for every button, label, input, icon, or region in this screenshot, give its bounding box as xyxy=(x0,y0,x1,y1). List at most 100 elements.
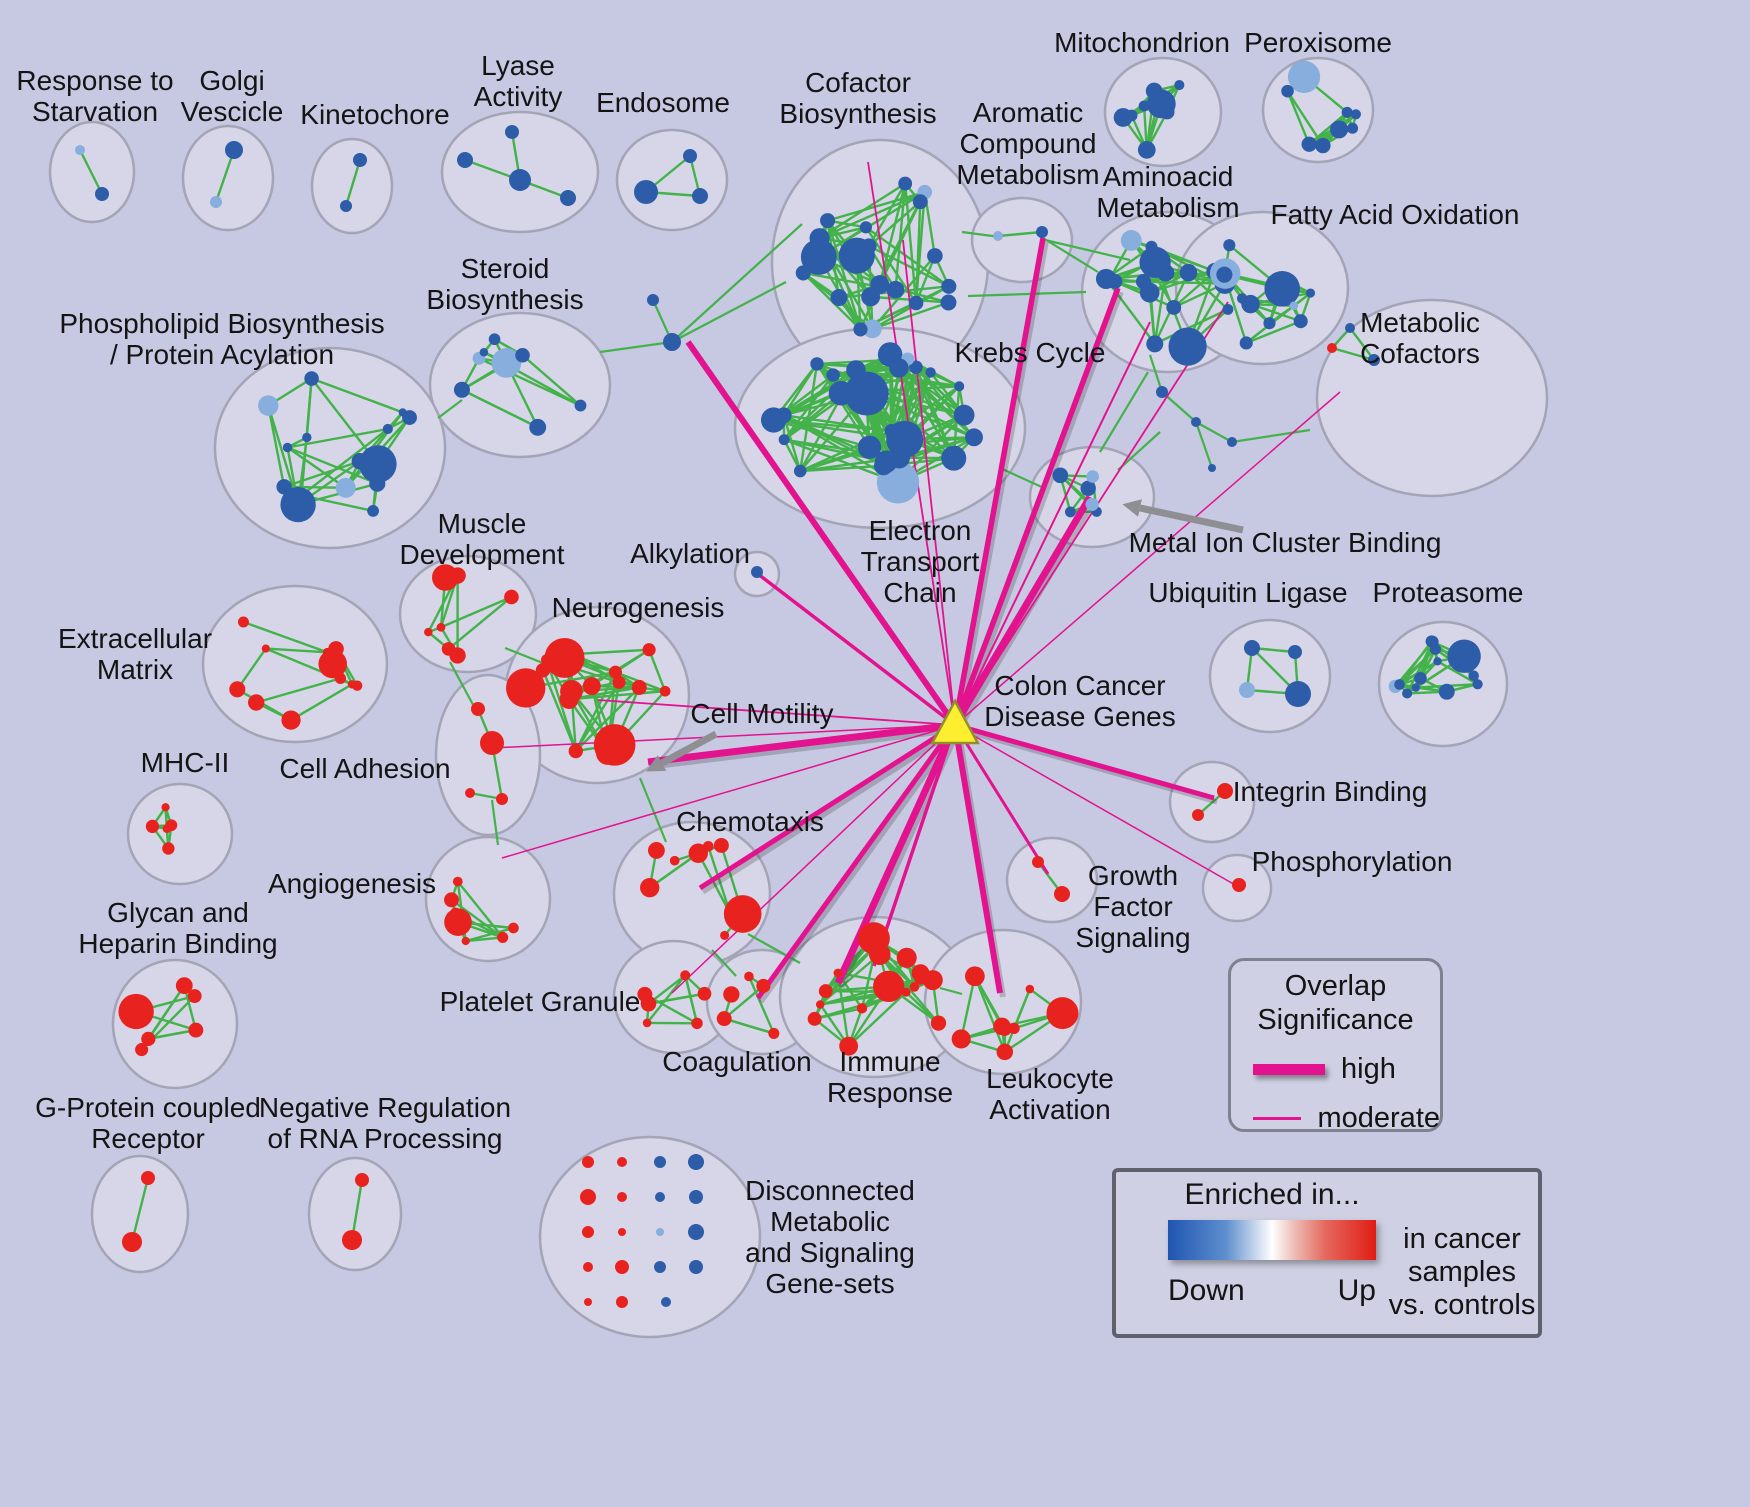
disease-association-edge xyxy=(952,287,1121,726)
disease-association-edge xyxy=(501,724,956,859)
gene-set-node xyxy=(697,986,712,1001)
gene-set-node xyxy=(1217,783,1233,799)
gene-set-node xyxy=(744,971,754,982)
gene-overlap-edge xyxy=(283,460,361,488)
gene-set-node xyxy=(188,1022,204,1038)
up-label: Up xyxy=(1337,1274,1376,1307)
gene-set-node xyxy=(688,843,709,863)
overlap-legend-title-line2: Significance xyxy=(1257,1004,1414,1036)
gene-overlap-edge xyxy=(614,648,650,674)
gene-set-node xyxy=(618,1228,626,1236)
gene-overlap-edge xyxy=(78,149,104,195)
gene-set-node xyxy=(768,1027,780,1039)
gene-set-node xyxy=(689,1190,703,1204)
gene-set-node xyxy=(640,877,660,898)
gene-overlap-edge xyxy=(707,845,732,915)
disease-association-edge xyxy=(491,724,956,749)
gene-set-node xyxy=(1137,141,1156,159)
gene-set-node xyxy=(1433,657,1442,666)
cluster-label-phospholipid-biosynthesis-protein-acylation: Phospholipid Biosynthesis/ Protein Acyla… xyxy=(59,308,384,370)
gene-set-node xyxy=(1293,314,1308,329)
gene-set-node xyxy=(941,445,967,471)
gene-overlap-edge xyxy=(646,974,687,1024)
gene-set-node xyxy=(862,319,882,339)
gene-set-node xyxy=(922,970,943,991)
gene-overlap-edge xyxy=(1154,308,1229,345)
gene-set-node xyxy=(612,675,626,689)
gene-overlap-edge xyxy=(783,368,857,417)
gene-set-node xyxy=(861,287,881,307)
gene-set-node xyxy=(1394,679,1405,690)
gene-set-node xyxy=(1222,303,1234,315)
gene-set-node xyxy=(954,381,965,392)
gene-set-node xyxy=(654,1156,666,1168)
gene-set-node xyxy=(574,399,587,412)
disease-association-edge xyxy=(755,723,958,1000)
gene-overlap-edge xyxy=(898,366,965,417)
gene-set-node xyxy=(509,169,531,191)
magenta-edge-layer xyxy=(491,161,1341,1004)
gene-set-node xyxy=(993,231,1003,241)
inter-cluster-edge xyxy=(939,986,963,996)
gene-set-node xyxy=(304,371,319,386)
cluster-label-endosome: Endosome xyxy=(596,87,730,118)
gene-set-node xyxy=(187,989,202,1003)
gene-set-node xyxy=(488,333,501,346)
gene-set-node xyxy=(871,939,882,951)
gene-set-node xyxy=(328,641,344,657)
gene-overlap-edge xyxy=(847,991,907,1048)
gene-set-node xyxy=(839,1036,859,1056)
cluster-label-neurogenesis: Neurogenesis xyxy=(552,592,725,623)
gene-overlap-edge xyxy=(465,936,503,943)
gene-set-node xyxy=(951,1029,971,1049)
gene-set-node xyxy=(661,1297,671,1307)
gene-overlap-edge xyxy=(267,405,286,488)
gene-set-node xyxy=(141,1171,155,1185)
gene-set-node xyxy=(1046,997,1079,1030)
gene-set-node xyxy=(655,1192,665,1202)
gene-overlap-edge xyxy=(456,880,504,939)
gene-set-node xyxy=(1244,640,1260,656)
gene-set-node xyxy=(118,993,154,1030)
gene-overlap-edge xyxy=(286,446,347,489)
gene-overlap-edge xyxy=(815,363,871,448)
enriched-legend-title: Enriched in... xyxy=(1184,1178,1360,1211)
gene-set-node xyxy=(1025,984,1035,994)
gene-overlap-edge xyxy=(914,255,936,304)
gene-set-node xyxy=(1330,120,1348,139)
gene-set-node xyxy=(634,180,658,204)
gene-overlap-edge xyxy=(236,647,267,690)
gene-overlap-edge xyxy=(819,191,926,240)
gene-set-node xyxy=(680,970,691,981)
gene-set-node xyxy=(449,567,466,584)
gene-set-node xyxy=(359,445,397,483)
connector-node xyxy=(1191,417,1201,427)
gene-overlap-edge xyxy=(783,374,835,441)
inter-cluster-edge xyxy=(599,340,673,354)
edge-shadow xyxy=(955,291,1124,730)
disease-association-edge xyxy=(952,724,1003,994)
gene-set-node xyxy=(1288,645,1302,659)
gene-set-node xyxy=(1281,84,1294,98)
gene-overlap-edge xyxy=(284,485,346,490)
inter-cluster-edge xyxy=(999,466,1045,490)
overlap-significance-legend: Overlap Significance high moderate xyxy=(1228,958,1443,1135)
gene-set-node xyxy=(909,982,920,992)
cluster-ellipse-mhc-ii xyxy=(126,782,234,886)
cluster-label-mhc-ii: MHC-II xyxy=(141,747,230,778)
gene-set-node xyxy=(436,622,446,632)
overlap-legend-item-moderate: moderate xyxy=(1253,1102,1440,1135)
gene-overlap-edge xyxy=(1245,292,1312,344)
inter-cluster-edge xyxy=(747,933,801,964)
gene-overlap-edge xyxy=(1286,90,1311,145)
gene-set-node xyxy=(723,986,740,1003)
gene-overlap-edge xyxy=(898,367,975,439)
gene-set-node xyxy=(1327,343,1337,353)
inter-cluster-edge xyxy=(711,949,737,977)
cluster-ellipse-metabolic-cofactors xyxy=(1315,298,1549,498)
